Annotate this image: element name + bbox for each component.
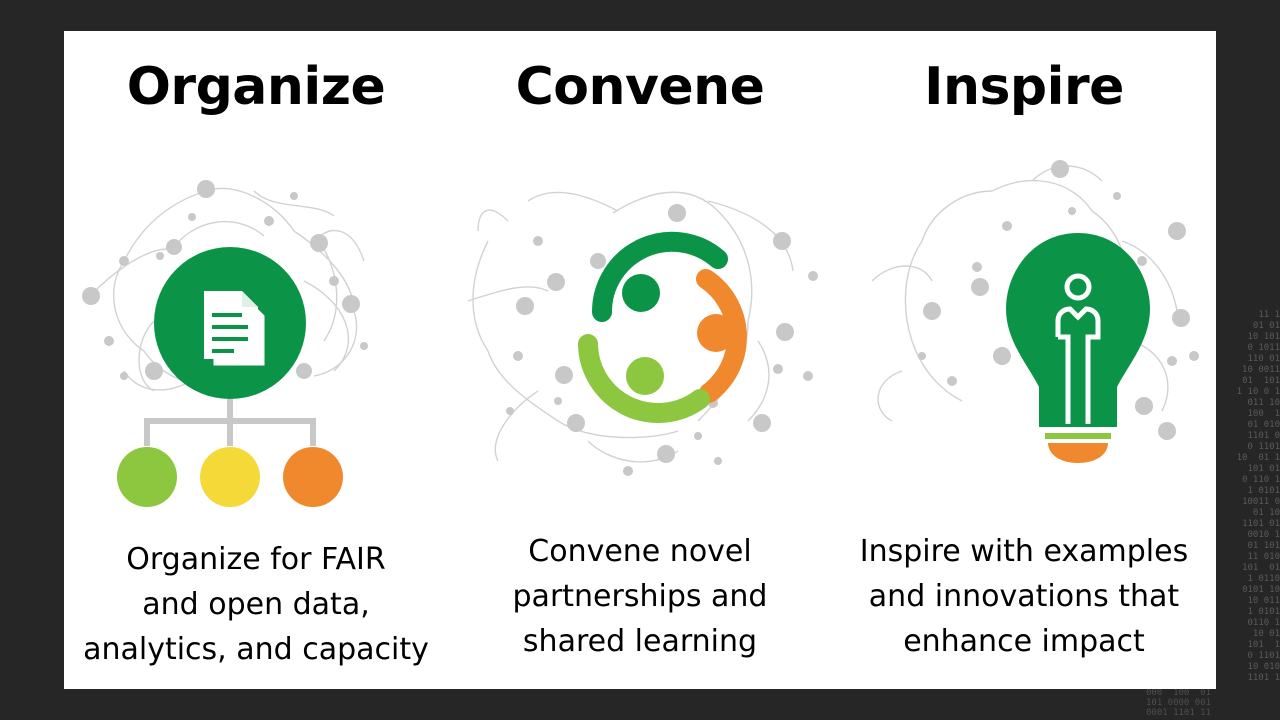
- person-head-green: [622, 274, 660, 312]
- people-ring: [578, 231, 747, 423]
- yellow-node-circle: [200, 447, 260, 507]
- tree-connector-lines: [144, 399, 316, 446]
- person-head-lightgreen: [626, 357, 664, 395]
- lightbulb: [1006, 233, 1150, 463]
- binary-code-decoration-bottom: 000 100 01 101 0000 001 0001 1101 11: [1146, 688, 1212, 718]
- inspire-column: Inspire: [832, 31, 1216, 689]
- organize-title: Organize: [126, 57, 386, 117]
- person-head-orange: [697, 314, 735, 352]
- people-circle-icon: [467, 191, 818, 476]
- slide: Organize: [64, 31, 1216, 689]
- lightbulb-person-icon: [871, 160, 1199, 463]
- inspire-title: Inspire: [924, 57, 1124, 117]
- network-nodes: [918, 160, 1199, 440]
- network-nodes: [506, 204, 818, 476]
- document-icon: [204, 291, 268, 369]
- orange-node-circle: [283, 447, 343, 507]
- inspire-description: Inspire with examples and innovations th…: [859, 534, 1189, 659]
- person-figure: [1055, 273, 1101, 424]
- convene-description: Convene novel partnerships and shared le…: [512, 534, 768, 659]
- convene-column: Convene: [448, 31, 832, 689]
- convene-title: Convene: [515, 57, 765, 117]
- organize-description: Organize for FAIR and open data, analyti…: [83, 542, 429, 667]
- green-node-circle: [117, 447, 177, 507]
- document-network-icon: [82, 180, 368, 507]
- binary-code-decoration: 11 1 01 01 10 101 0 1011 110 01 10 0011 …: [1236, 310, 1280, 683]
- organize-column: Organize: [64, 31, 448, 689]
